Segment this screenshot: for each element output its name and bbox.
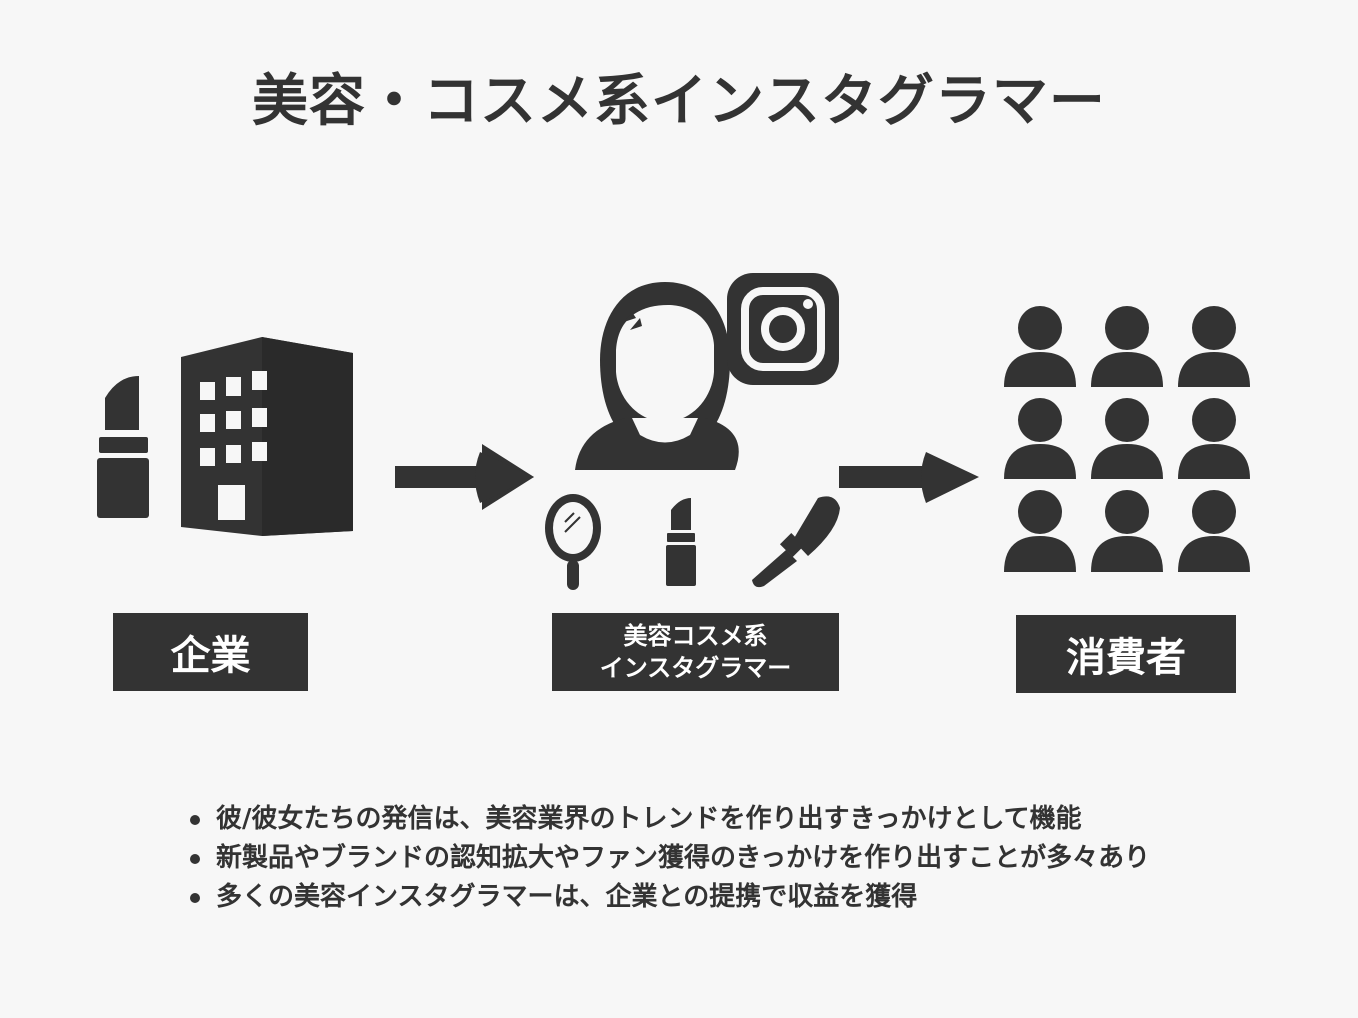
consumer-label-text: 消費者 [1066, 635, 1186, 681]
person-icon [1091, 490, 1163, 572]
influencer-label-line1: 美容コスメ系 [623, 622, 768, 650]
person-icon [1178, 490, 1250, 572]
person-icon [1091, 306, 1163, 387]
arrow-right-icon [839, 452, 979, 503]
hand-mirror-icon [545, 494, 601, 590]
people-crowd-icon [1004, 306, 1250, 572]
makeup-brush-icon [752, 496, 840, 588]
bullet-item: 新製品やブランドの認知拡大やファン獲得のきっかけを作り出すことが多々あり [188, 839, 1308, 878]
woman-silhouette-icon [575, 282, 739, 470]
person-icon [1004, 398, 1076, 479]
person-icon [1178, 398, 1250, 479]
consumer-label: 消費者 [1016, 615, 1236, 693]
influencer-label-line2: インスタグラマー [599, 654, 792, 682]
lipstick-icon [97, 376, 149, 518]
person-icon [1004, 306, 1076, 387]
person-icon [1004, 490, 1076, 572]
person-icon [1091, 398, 1163, 479]
bullet-item: 彼/彼女たちの発信は、美容業界のトレンドを作り出すきっかけとして機能 [188, 800, 1308, 839]
page-title: 美容・コスメ系インスタグラマー [252, 69, 1106, 134]
bullet-item: 多くの美容インスタグラマーは、企業との提携で収益を獲得 [188, 878, 1308, 917]
office-building-icon [181, 337, 353, 536]
instagram-icon [727, 273, 839, 385]
bullet-list: 彼/彼女たちの発信は、美容業界のトレンドを作り出すきっかけとして機能 新製品やブ… [188, 800, 1308, 917]
company-label-text: 企業 [170, 633, 251, 679]
person-icon [1178, 306, 1250, 387]
lipstick-icon [666, 498, 696, 586]
arrow-right-icon [395, 444, 534, 510]
company-label: 企業 [113, 613, 308, 691]
influencer-label: 美容コスメ系 インスタグラマー [552, 613, 839, 691]
